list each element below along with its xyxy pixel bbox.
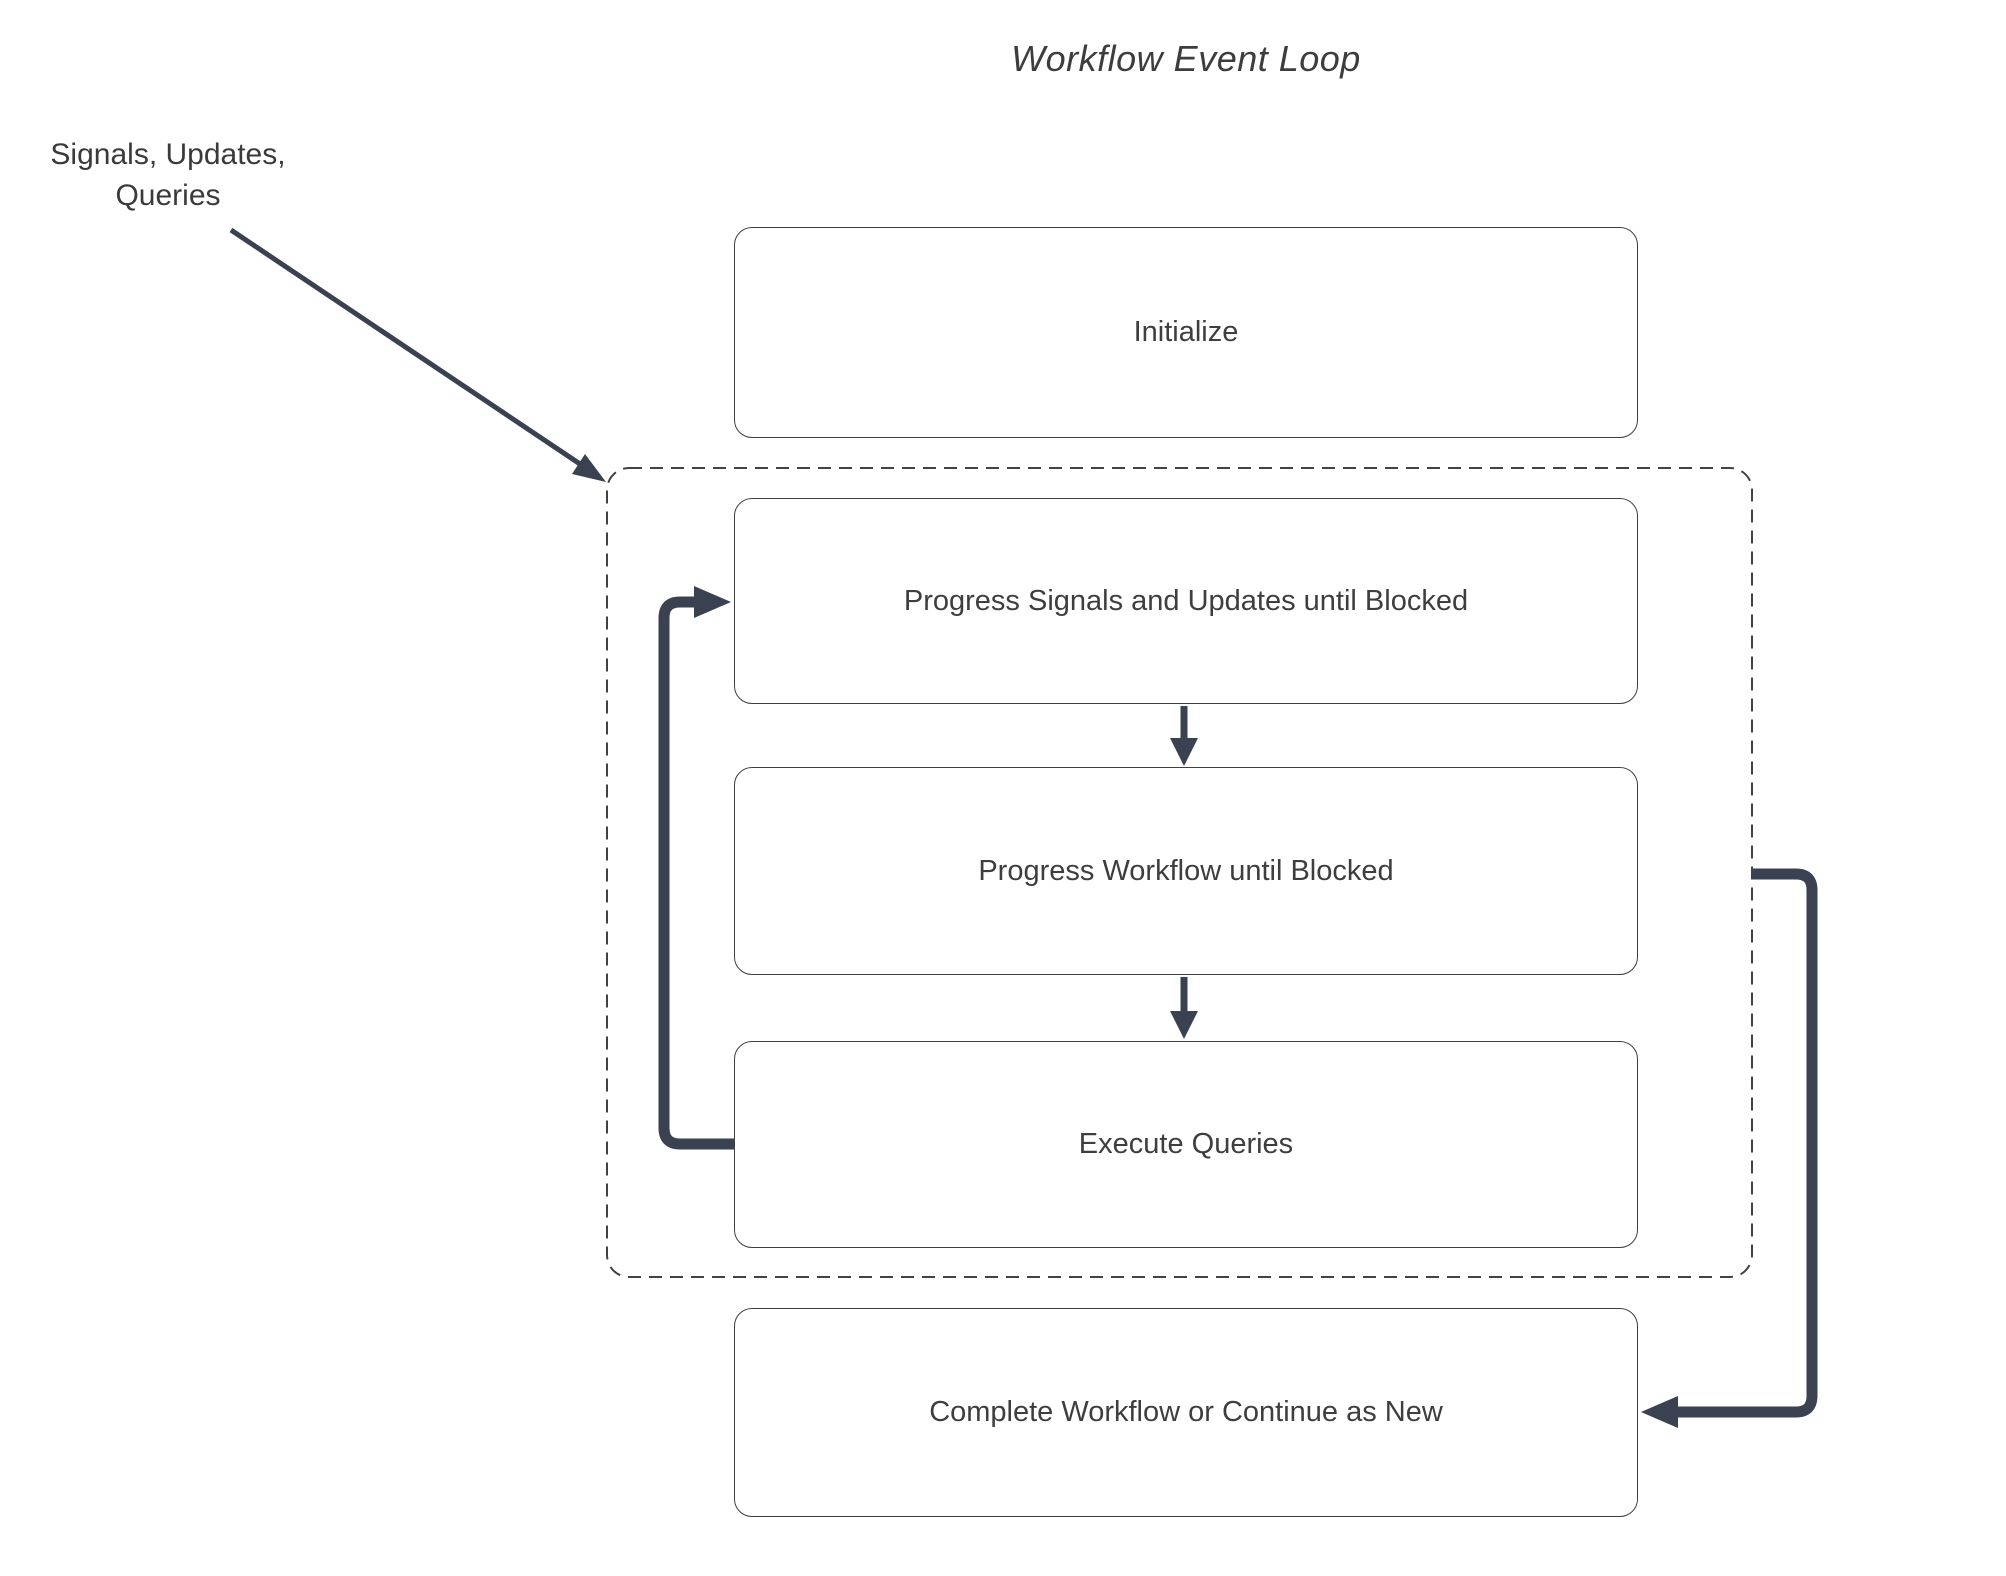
signals-updates-queries-label: Signals, Updates, Queries xyxy=(18,134,318,216)
continue-as-new-arrow-icon xyxy=(1641,868,1818,1428)
annotation-line-1: Signals, Updates, xyxy=(50,138,286,171)
progress-workflow-box-label: Progress Workflow until Blocked xyxy=(978,854,1394,887)
progress-signals-box: Progress Signals and Updates until Block… xyxy=(734,498,1638,704)
query-loop-arrow-icon xyxy=(658,586,736,1150)
diagram-title: Workflow Event Loop xyxy=(1011,38,1361,79)
execute-queries-box: Execute Queries xyxy=(734,1041,1638,1248)
initialize-box: Initialize xyxy=(734,227,1638,438)
down-arrow-2-icon xyxy=(1170,977,1198,1039)
complete-workflow-box: Complete Workflow or Continue as New xyxy=(734,1308,1638,1517)
down-arrow-1-icon xyxy=(1170,706,1198,766)
annotation-line-2: Queries xyxy=(115,179,221,212)
progress-signals-box-label: Progress Signals and Updates until Block… xyxy=(903,584,1469,617)
execute-queries-box-label: Execute Queries xyxy=(1078,1128,1294,1160)
signals-input-arrow-icon xyxy=(229,227,606,482)
complete-workflow-box-label: Complete Workflow or Continue as New xyxy=(929,1396,1443,1428)
progress-workflow-box: Progress Workflow until Blocked xyxy=(734,767,1638,975)
initialize-box-label: Initialize xyxy=(1133,316,1239,348)
